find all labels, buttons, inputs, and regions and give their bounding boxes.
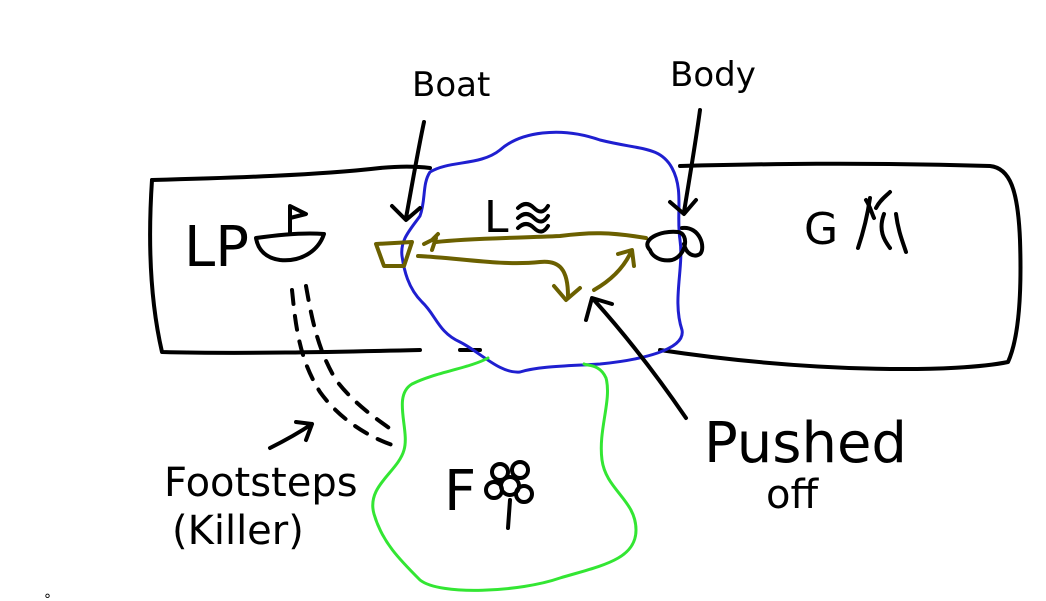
lake-label: L: [484, 192, 509, 243]
footsteps-label: Footsteps: [164, 460, 358, 506]
body-shape: [645, 225, 705, 263]
boat-pointer-arrow: [390, 120, 426, 222]
waves-icon: [516, 202, 550, 234]
corner-dot: °: [44, 592, 51, 601]
drag-path: [416, 231, 648, 302]
killer-label: (Killer): [172, 508, 304, 554]
pushed-off-arrow: [584, 296, 688, 420]
pushed-label: Pushed: [704, 411, 907, 476]
off-label: off: [766, 472, 819, 518]
footsteps-trail: [290, 284, 404, 450]
grass-icon: [856, 190, 908, 254]
f-label: F: [444, 459, 476, 524]
body-label: Body: [670, 55, 756, 95]
lake-outline: [400, 130, 684, 374]
boat-with-flag-icon: [254, 204, 326, 263]
lp-label: LP: [184, 215, 249, 280]
band-top-edge: [150, 161, 1023, 372]
boat-label: Boat: [412, 65, 490, 105]
g-label: G: [804, 204, 838, 255]
flower-icon: [484, 460, 534, 530]
field-outline: [371, 356, 638, 592]
lake-boat: [374, 240, 414, 268]
footsteps-pointer-arrow: [268, 420, 314, 450]
body-pointer-arrow: [668, 108, 702, 216]
